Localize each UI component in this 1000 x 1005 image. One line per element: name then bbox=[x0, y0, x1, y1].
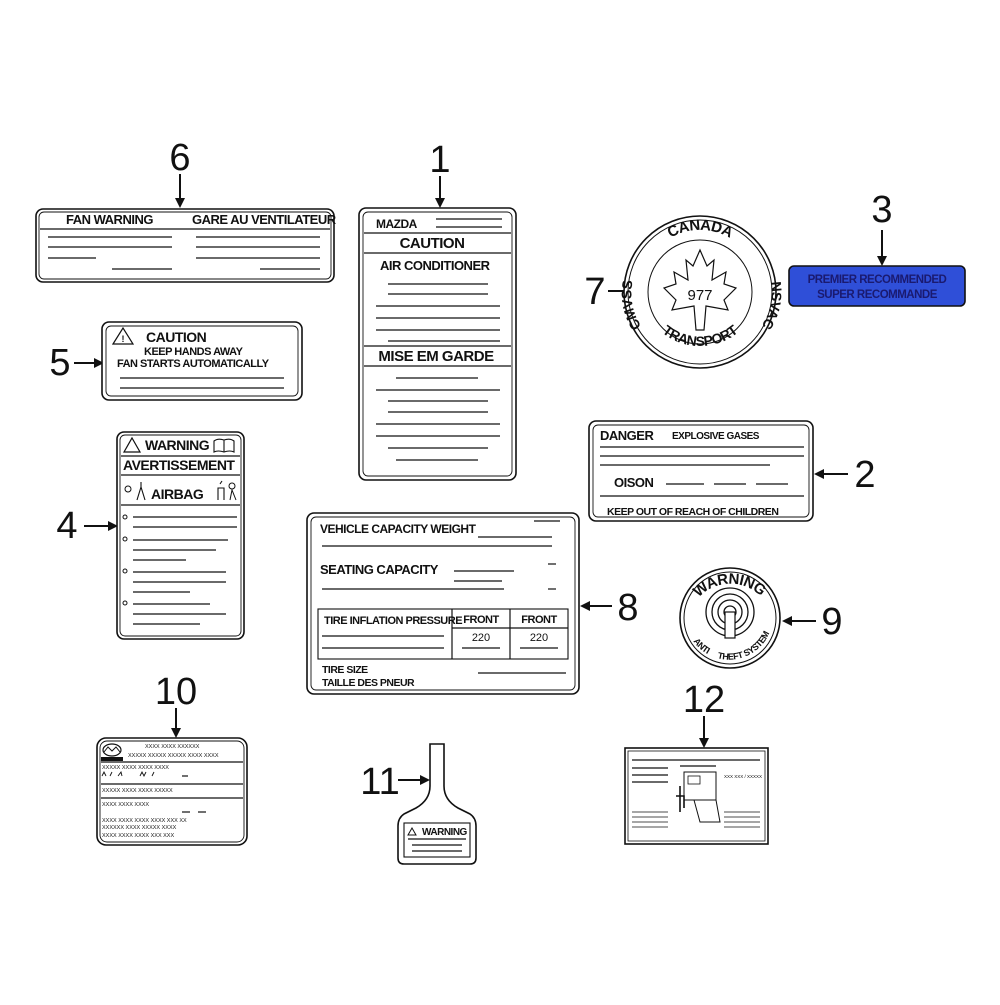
danger-poison: OISON bbox=[614, 475, 654, 490]
caution-line-1: KEEP HANDS AWAY bbox=[144, 346, 244, 358]
callout-number-10: 10 bbox=[155, 671, 197, 713]
callout-10: 10 bbox=[155, 671, 197, 738]
label-10-spec-label: XXXX XXXX XXXXXX XXXXX XXXXX XXXXX XXXX … bbox=[96, 737, 248, 846]
seated-person-icon bbox=[217, 480, 237, 501]
premier-line-2: SUPER RECOMMANDE bbox=[817, 289, 938, 301]
fan-warning-english: FAN WARNING bbox=[66, 212, 153, 227]
callout-number-11: 11 bbox=[360, 761, 399, 803]
spec-row-1: XXXX XXXX XXXXXX bbox=[145, 744, 200, 750]
warning-triangle-icon bbox=[122, 436, 142, 453]
caution-line-2: FAN STARTS AUTOMATICALLY bbox=[117, 358, 270, 370]
seating-capacity: SEATING CAPACITY bbox=[320, 562, 439, 577]
label-12-fuel-label: XXX XXX / XXXXX bbox=[624, 747, 769, 845]
spec-row-4: XXXXX XXXX XXXX XXXXX bbox=[102, 788, 173, 794]
svg-text:!: ! bbox=[122, 334, 125, 344]
danger-heading: DANGER bbox=[600, 428, 654, 443]
airbag-french-heading: AVERTISSEMENT bbox=[123, 457, 235, 473]
callout-number-2: 2 bbox=[854, 454, 875, 496]
front-header-1: FRONT bbox=[463, 614, 499, 626]
callout-number-9: 9 bbox=[821, 601, 842, 643]
label-9-anti-theft: WARNING ANTI THEFT SYSTEM bbox=[679, 567, 781, 669]
canada-number: 977 bbox=[687, 287, 712, 304]
label-1-air-conditioner-caution: MAZDA CAUTION AIR CONDITIONER MISE EM GA… bbox=[358, 207, 517, 481]
label-5-caution-fan: ! CAUTION KEEP HANDS AWAY FAN STARTS AUT… bbox=[101, 321, 303, 401]
spec-row-3: XXXXX XXXX XXXX XXXX bbox=[102, 765, 169, 771]
bottle-tag-shape bbox=[397, 743, 477, 865]
tire-size-french: TAILLE DES PNEUR bbox=[322, 677, 415, 689]
callout-8: 8 bbox=[580, 587, 639, 629]
fuel-pump-icon bbox=[676, 771, 721, 823]
callout-11: 11 bbox=[360, 761, 430, 803]
ac-subject: AIR CONDITIONER bbox=[380, 258, 491, 273]
ac-brand: MAZDA bbox=[376, 217, 418, 231]
callout-1: 1 bbox=[429, 139, 451, 208]
front-value-2: 220 bbox=[530, 632, 548, 644]
callout-number-7: 7 bbox=[584, 271, 605, 313]
callout-number-3: 3 bbox=[871, 189, 892, 231]
label-11-bottle-warning: WARNING bbox=[397, 743, 477, 865]
danger-gases: EXPLOSIVE GASES bbox=[672, 431, 760, 442]
label-8-vehicle-capacity: VEHICLE CAPACITY WEIGHT SEATING CAPACITY… bbox=[306, 512, 580, 695]
spec-row-2: XXXXX XXXXX XXXXX XXXX XXXX bbox=[128, 753, 219, 759]
fan-warning-french: GARE AU VENTILATEUR bbox=[192, 212, 337, 227]
label-3-premier-recommended: PREMIER RECOMMENDED SUPER RECOMMANDE bbox=[788, 265, 966, 307]
signal-waves-icon bbox=[705, 587, 755, 639]
callout-5: 5 bbox=[49, 342, 104, 384]
premier-badge bbox=[788, 265, 966, 307]
warning-triangle-icon bbox=[111, 326, 135, 345]
callout-12: 12 bbox=[683, 679, 725, 748]
callout-3: 3 bbox=[871, 189, 893, 266]
spec-row-7: XXXXXX XXXX XXXXX XXXX bbox=[102, 825, 177, 831]
callout-number-6: 6 bbox=[169, 137, 190, 179]
maple-leaf-icon bbox=[662, 248, 738, 331]
airbag-heading: AIRBAG bbox=[151, 486, 204, 502]
manual-book-icon bbox=[213, 438, 235, 453]
spec-row-5: XXXX XXXX XXXX bbox=[102, 802, 149, 808]
callout-number-12: 12 bbox=[683, 679, 725, 721]
premier-line-1: PREMIER RECOMMENDED bbox=[808, 274, 947, 286]
front-header-2: FRONT bbox=[521, 614, 557, 626]
callout-number-1: 1 bbox=[429, 139, 450, 181]
ac-caution-heading: CAUTION bbox=[400, 235, 465, 252]
callout-4: 4 bbox=[56, 505, 118, 547]
callout-number-4: 4 bbox=[56, 505, 77, 547]
front-value-1: 220 bbox=[472, 632, 490, 644]
callout-2: 2 bbox=[814, 454, 876, 496]
spec-row-8: XXXX XXXX XXXX XXX XXX bbox=[102, 833, 174, 839]
label-7-canada-cmvss: CANADA CMVSS NSVAC TRANSPORT 977 bbox=[618, 215, 785, 369]
callout-9: 9 bbox=[782, 601, 843, 643]
ac-french-heading: MISE EM GARDE bbox=[378, 348, 494, 365]
callout-6: 6 bbox=[169, 137, 191, 208]
label-2-danger-explosive: DANGER EXPLOSIVE GASES OISON KEEP OUT OF… bbox=[588, 420, 814, 522]
label-4-airbag-warning: WARNING AVERTISSEMENT AIRBAG bbox=[116, 431, 245, 640]
airbag-warning-heading: WARNING bbox=[145, 437, 210, 453]
fuel-label-code: XXX XXX / XXXXX bbox=[724, 774, 762, 779]
callout-number-8: 8 bbox=[617, 587, 638, 629]
tire-size: TIRE SIZE bbox=[322, 664, 368, 676]
vehicle-capacity-weight: VEHICLE CAPACITY WEIGHT bbox=[320, 522, 477, 536]
warning-triangle-icon bbox=[407, 826, 417, 836]
callout-number-5: 5 bbox=[49, 342, 70, 384]
spec-row-6: XXXX XXXX XXXX XXXX XXX XX bbox=[102, 818, 187, 824]
anti-theft-bottom-mid: THEFT bbox=[717, 649, 745, 661]
label-6-fan-warning: FAN WARNING GARE AU VENTILATEUR bbox=[35, 208, 337, 283]
mazda-logo-icon bbox=[101, 743, 123, 761]
caution-heading: CAUTION bbox=[146, 329, 207, 345]
danger-keep-out: KEEP OUT OF REACH OF CHILDREN bbox=[607, 506, 778, 518]
bottle-warning-text: WARNING bbox=[422, 827, 468, 838]
child-seat-icon bbox=[124, 482, 146, 501]
tire-inflation-pressure: TIRE INFLATION PRESSURE bbox=[324, 615, 462, 627]
